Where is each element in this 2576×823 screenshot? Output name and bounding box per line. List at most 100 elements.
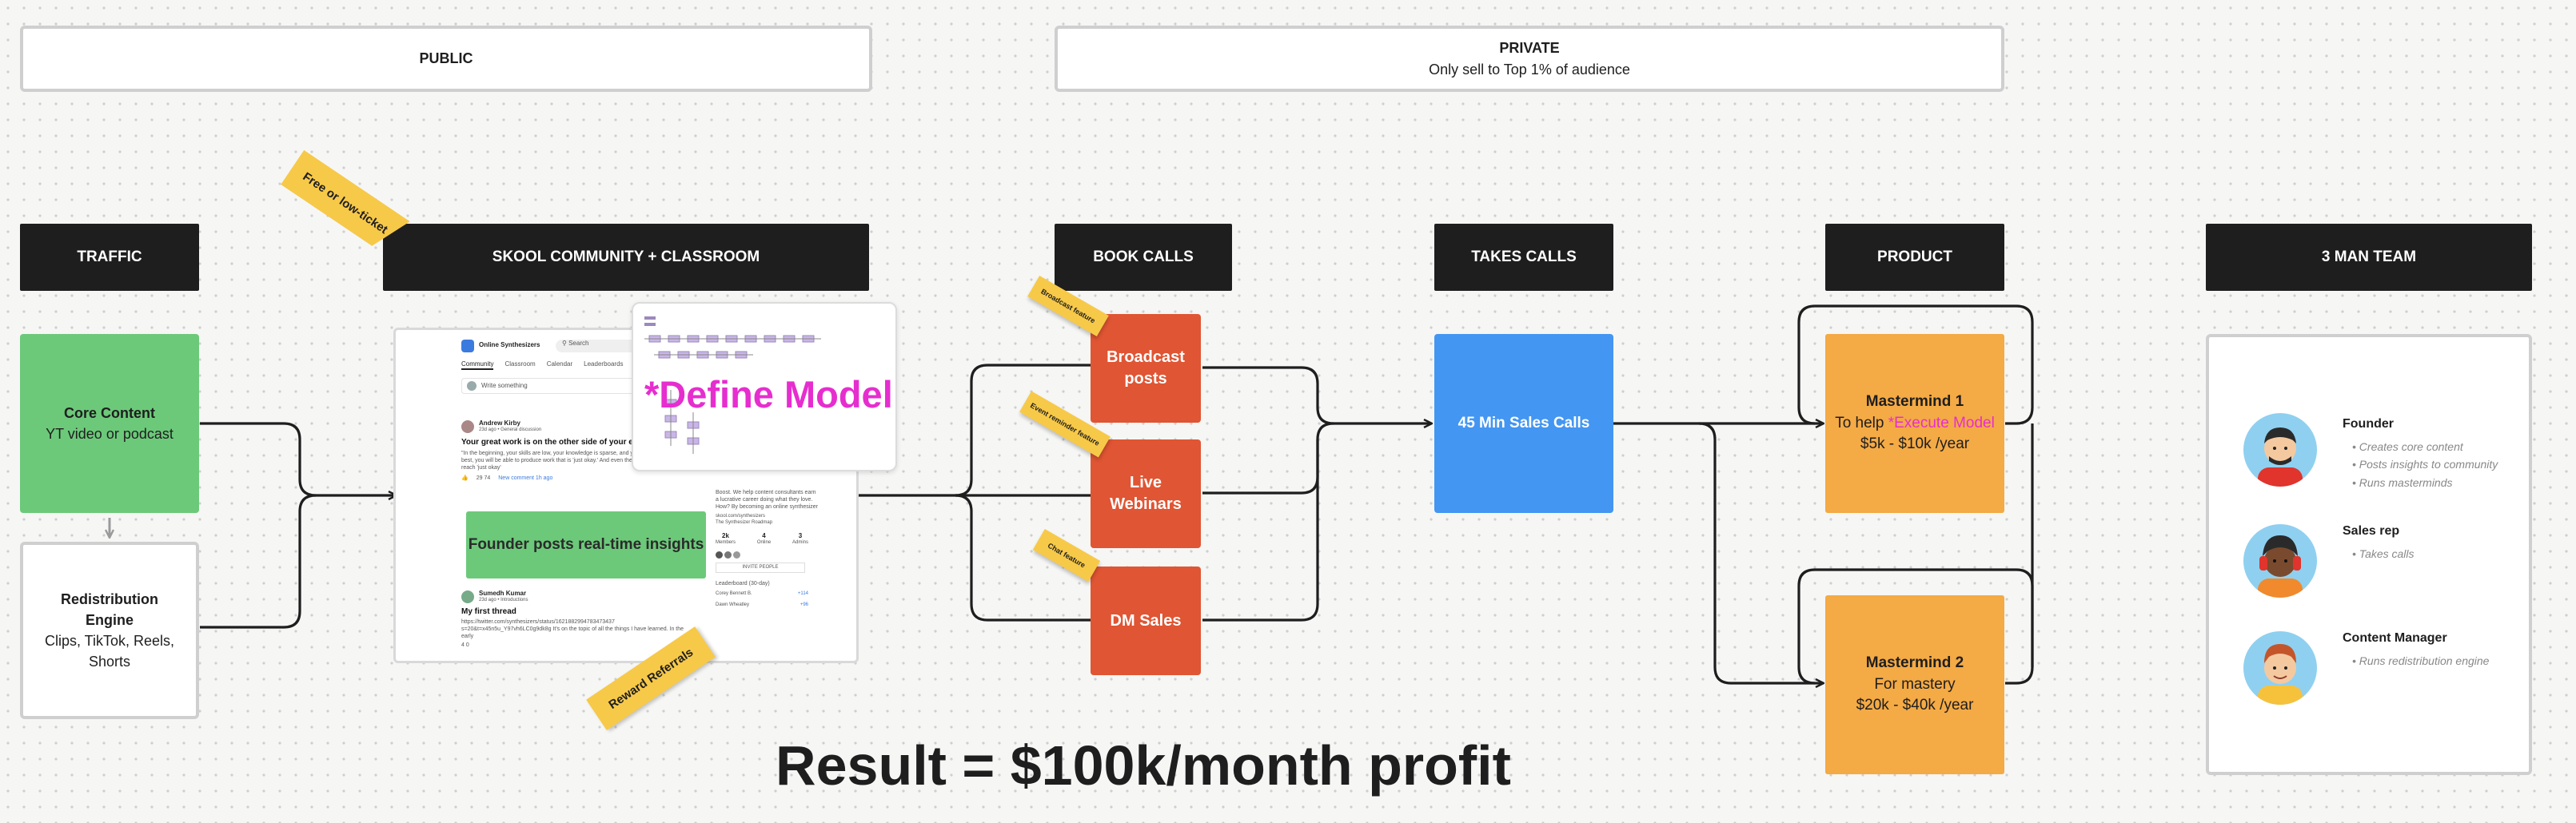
- avatar: [733, 551, 740, 559]
- flowchart-thumbnail: [644, 316, 821, 454]
- core-content-box: Core Content YT video or podcast: [20, 334, 199, 513]
- leaderboard-points: +114: [797, 591, 808, 596]
- redistribution-title: Redistribution Engine: [61, 590, 158, 628]
- founder-info: Founder • Creates core content • Posts i…: [2343, 417, 2498, 491]
- search-icon: ⚲: [562, 340, 567, 347]
- skool-search[interactable]: ⚲ Search: [556, 340, 652, 352]
- content-manager-avatar: [2243, 631, 2317, 705]
- sidebar-link[interactable]: skool.com/synthesizers: [716, 514, 766, 519]
- founder-posts-label: Founder posts real-time insights: [468, 536, 704, 553]
- redistribution-box: Redistribution Engine Clips, TikTok, Ree…: [20, 542, 199, 719]
- post-new-comment: New comment 1h ago: [498, 475, 553, 482]
- post-stats: 4 0: [461, 642, 469, 649]
- team-header: 3 MAN TEAM: [2206, 224, 2532, 291]
- founder-posts-box: Founder posts real-time insights: [466, 511, 706, 578]
- invite-button[interactable]: INVITE PEOPLE: [716, 562, 805, 574]
- broadcast-posts-box: Broadcast posts: [1091, 314, 1201, 423]
- post-meta: 23d ago • General discussion: [479, 427, 542, 432]
- post-author: Sumedh Kumar: [479, 590, 527, 597]
- sales-rep-name: Sales rep: [2343, 524, 2400, 538]
- skool-logo: [461, 340, 474, 352]
- skool-header: SKOOL COMMUNITY + CLASSROOM: [383, 224, 869, 291]
- mastermind-1-title: Mastermind 1: [1865, 393, 1964, 411]
- write-something-placeholder: Write something: [481, 382, 528, 389]
- post-meta: 23d ago • Introductions: [479, 598, 528, 602]
- takes-calls-header: TAKES CALLS: [1434, 224, 1613, 291]
- founder-bullet: • Creates core content: [2352, 440, 2463, 453]
- sales-rep-info: Sales rep • Takes calls: [2343, 524, 2415, 563]
- tab-classroom[interactable]: Classroom: [504, 360, 536, 368]
- mastermind-2-price: $20k - $40k /year: [1856, 697, 1974, 714]
- post-card[interactable]: Sumedh Kumar 23d ago • Introductions My …: [461, 590, 693, 650]
- post-body: https://twitter.com/synthesizers/status/…: [461, 619, 684, 639]
- content-manager-name: Content Manager: [2343, 631, 2447, 645]
- skool-tabs: Community Classroom Calendar Leaderboard…: [461, 360, 624, 370]
- person-icon: [2258, 644, 2303, 705]
- mastermind-2-box: Mastermind 2 For mastery $20k - $40k /ye…: [1825, 595, 2004, 774]
- private-box: PRIVATE Only sell to Top 1% of audience: [1055, 26, 2004, 92]
- content-manager-bullet: • Runs redistribution engine: [2352, 654, 2490, 667]
- define-model-card: *Define Model: [632, 302, 897, 471]
- public-label: PUBLIC: [419, 50, 473, 66]
- product-header: PRODUCT: [1825, 224, 2004, 291]
- person-icon: [2258, 427, 2303, 487]
- leaderboard-row: Corey Bennett B. +114: [716, 591, 819, 598]
- mastermind-1-price: $5k - $10k /year: [1860, 435, 1970, 453]
- stat-online-label: Online: [756, 540, 772, 546]
- book-calls-header: BOOK CALLS: [1055, 224, 1232, 291]
- public-box: PUBLIC: [20, 26, 872, 92]
- leaderboard-title: Leaderboard (30-day): [716, 581, 770, 587]
- leaderboard-name: Dawn Wheatley: [716, 602, 750, 607]
- stat-admins-label: Admins: [792, 540, 808, 546]
- avatar: [467, 381, 477, 391]
- sales-calls-box: 45 Min Sales Calls: [1434, 334, 1613, 513]
- mastermind-2-line: For mastery: [1874, 675, 1956, 693]
- avatar: [724, 551, 732, 559]
- post-title: My first thread: [461, 606, 516, 616]
- post-title: Your great work is on the other side of …: [461, 437, 668, 447]
- person-icon: [2258, 535, 2303, 598]
- private-subtitle: Only sell to Top 1% of audience: [1429, 61, 1630, 78]
- mastermind-1-box: Mastermind 1 To help *Execute Model $5k …: [1825, 334, 2004, 513]
- mastermind-1-prefix: To help: [1835, 414, 1888, 431]
- like-icon[interactable]: 👍: [461, 475, 469, 482]
- leaderboard-points: +96: [800, 602, 808, 607]
- mastermind-1-line: To help *Execute Model: [1835, 413, 1995, 435]
- stat-members-value: 2k: [722, 532, 729, 540]
- define-model-label: *Define Model: [644, 373, 893, 415]
- live-webinars-box: Live Webinars: [1091, 439, 1201, 548]
- post-card[interactable]: Andrew Kirby 23d ago • General discussio…: [461, 419, 693, 483]
- sales-rep-bullet: • Takes calls: [2352, 547, 2415, 560]
- write-something-input[interactable]: Write something: [461, 378, 693, 394]
- tab-calendar[interactable]: Calendar: [546, 360, 573, 368]
- sidebar-panel: Boost. We help content consultants earn …: [716, 490, 819, 608]
- result-heading: Result = $100k/month profit: [776, 734, 1511, 797]
- sidebar-description: Boost. We help content consultants earn …: [716, 490, 819, 510]
- core-content-title: Core Content: [64, 404, 155, 421]
- avatar: [716, 551, 723, 559]
- tab-community[interactable]: Community: [461, 360, 494, 370]
- founder-bullet: • Runs masterminds: [2352, 475, 2453, 489]
- skool-group-name: Online Synthesizers: [479, 341, 540, 348]
- leaderboard-name: Corey Bennett B.: [716, 591, 752, 596]
- traffic-header: TRAFFIC: [20, 224, 199, 291]
- post-author: Andrew Kirby: [479, 419, 521, 427]
- leaderboard-row: Dawn Wheatley +96: [716, 602, 819, 609]
- stat-admins-value: 3: [798, 532, 803, 540]
- execute-model-highlight: *Execute Model: [1888, 414, 1995, 431]
- stat-online-value: 4: [762, 532, 766, 540]
- stat-members-label: Members: [716, 540, 736, 546]
- core-content-subtitle: YT video or podcast: [46, 426, 173, 442]
- avatar: [461, 419, 474, 433]
- founder-name: Founder: [2343, 417, 2394, 431]
- tab-leaderboards[interactable]: Leaderboards: [584, 360, 624, 368]
- post-stats: 29 74: [476, 475, 491, 482]
- founder-bullet: • Posts insights to community: [2352, 458, 2498, 471]
- post-body: "In the beginning, your skills are low, …: [461, 451, 693, 471]
- skool-search-placeholder: Search: [568, 340, 589, 347]
- private-label: PRIVATE: [1499, 39, 1560, 56]
- sales-calls-label: 45 Min Sales Calls: [1457, 415, 1590, 431]
- sidebar-roadmap[interactable]: The Synthesizer Roadmap: [716, 519, 773, 525]
- dm-sales-box: DM Sales: [1091, 567, 1201, 675]
